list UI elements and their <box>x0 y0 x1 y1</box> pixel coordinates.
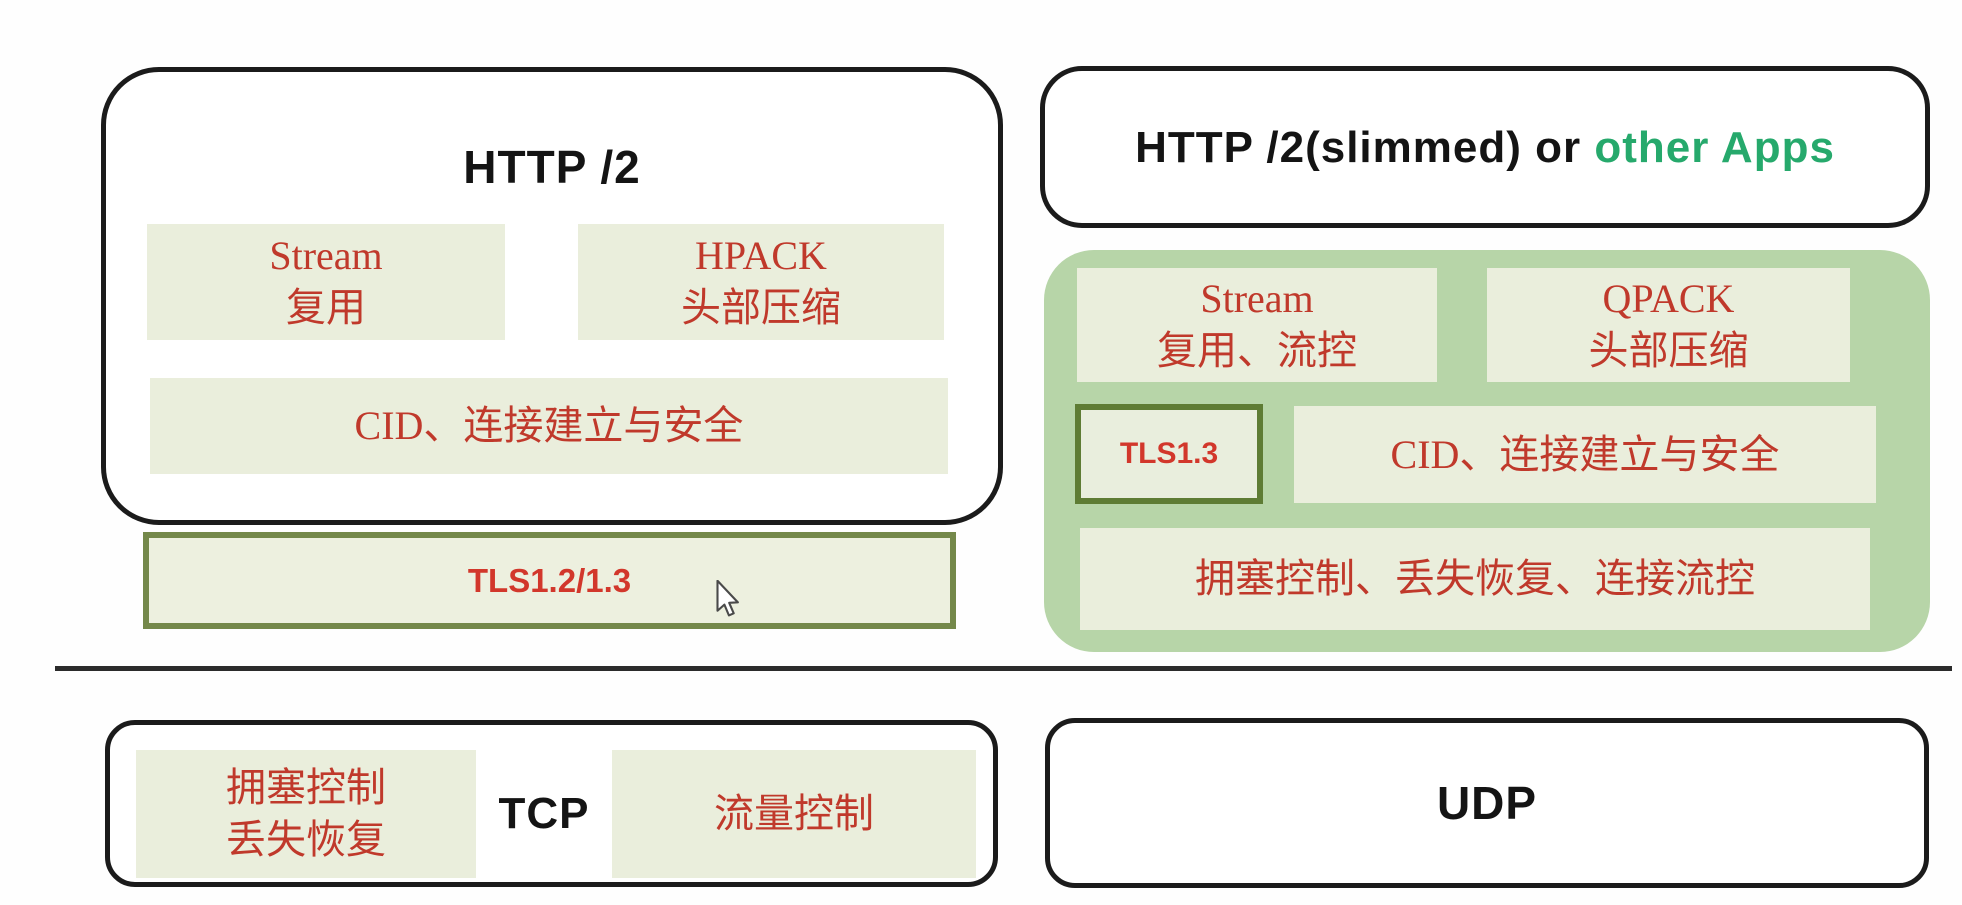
http3-title-main: HTTP /2(slimmed) or <box>1135 123 1595 172</box>
tls13-label: TLS1.3 <box>1119 437 1219 470</box>
tcp-label: TCP <box>498 789 590 838</box>
hpack-line2: 头部压缩 <box>681 285 841 330</box>
tls13-box: TLS1.3 <box>1075 404 1263 504</box>
http3-title-accent: other Apps <box>1594 123 1835 172</box>
http3-title: HTTP /2(slimmed) or other Apps <box>1040 123 1930 173</box>
http3-header-panel <box>1040 66 1930 228</box>
flow-control-box: 流量控制 <box>612 750 976 878</box>
qpack-line1: QPACK <box>1602 276 1735 321</box>
flow-control-label: 流量控制 <box>714 791 874 836</box>
http2-title: HTTP /2 <box>463 141 641 193</box>
congestion-loss-box: 拥塞控制 丢失恢复 <box>136 750 476 878</box>
tls12-13-label: TLS1.2/1.3 <box>467 561 632 599</box>
qpack-line2: 头部压缩 <box>1588 328 1749 373</box>
stream-mux-box: Stream 复用 <box>147 224 505 340</box>
qpack-box: QPACK 头部压缩 <box>1487 268 1850 382</box>
layer-divider <box>55 666 1952 671</box>
congestion-loss-line2: 丢失恢复 <box>226 817 386 862</box>
mouse-cursor-icon <box>716 580 739 617</box>
stream-mux-flow-box: Stream 复用、流控 <box>1077 268 1437 382</box>
congestion-recovery-flow-box: 拥塞控制、丢失恢复、连接流控 <box>1080 528 1870 630</box>
udp-label: UDP <box>1436 777 1538 829</box>
congestion-loss-line1: 拥塞控制 <box>226 765 386 810</box>
congestion-recovery-flow-label: 拥塞控制、丢失恢复、连接流控 <box>1195 556 1755 601</box>
cid-security-left-label: CID、连接建立与安全 <box>354 403 744 448</box>
cid-security-box-left: CID、连接建立与安全 <box>150 378 948 474</box>
stream-mux-line1: Stream <box>269 233 383 278</box>
cid-security-box-right: CID、连接建立与安全 <box>1294 406 1876 503</box>
stream-mux-flow-line1: Stream <box>1200 276 1314 321</box>
hpack-box: HPACK 头部压缩 <box>578 224 944 340</box>
stream-mux-flow-line2: 复用、流控 <box>1157 328 1357 373</box>
stream-mux-line2: 复用 <box>286 285 366 330</box>
cid-security-right-label: CID、连接建立与安全 <box>1390 431 1780 477</box>
udp-panel <box>1045 718 1929 888</box>
tls12-13-box: TLS1.2/1.3 <box>143 532 956 629</box>
hpack-line1: HPACK <box>695 233 827 278</box>
